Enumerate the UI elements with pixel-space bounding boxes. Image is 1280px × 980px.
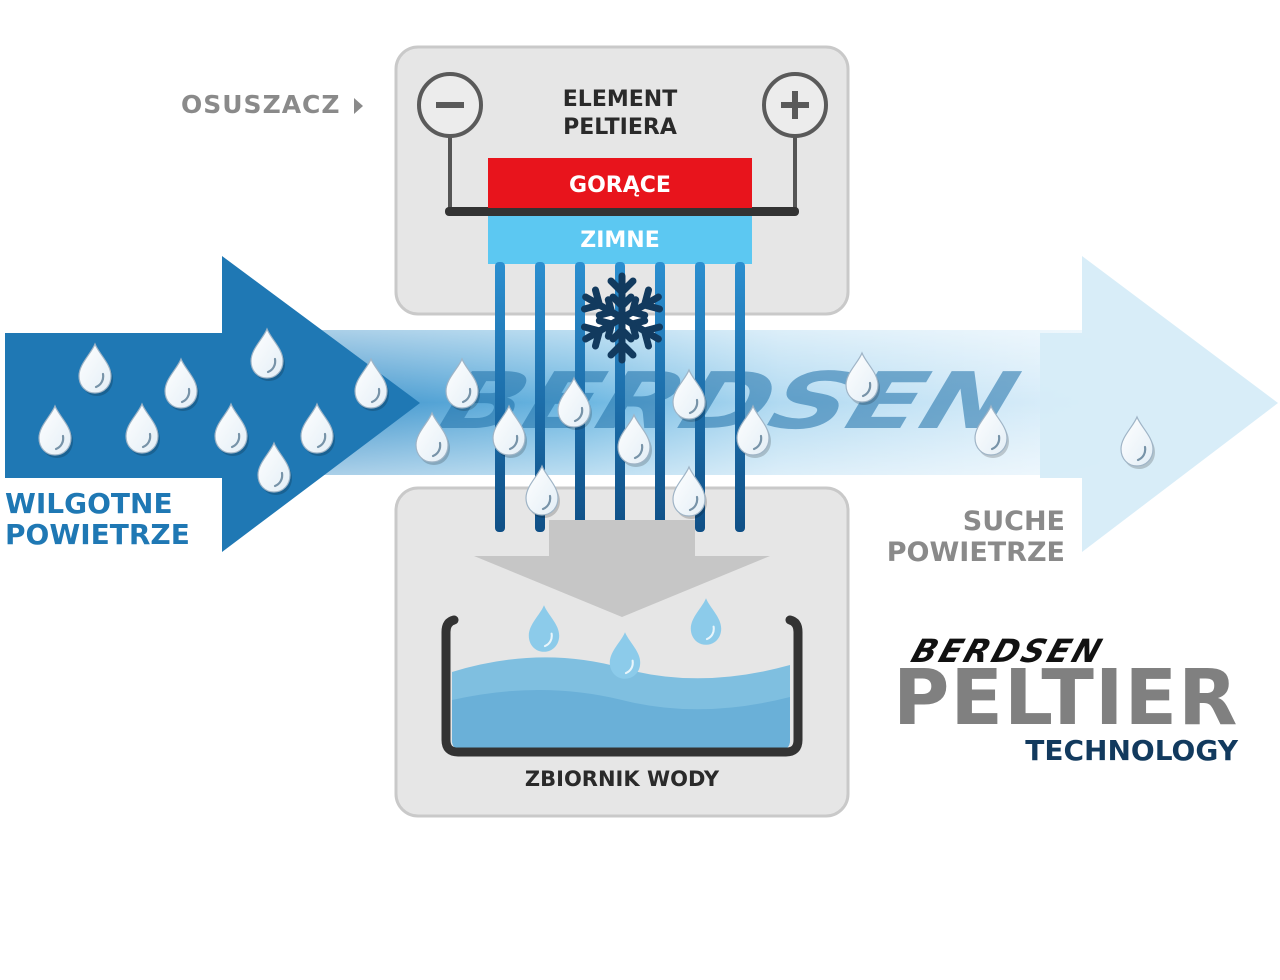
brand-logo: BERDSEN PELTIER TECHNOLOGY (893, 632, 1238, 767)
peltier-title-line1: ELEMENT (563, 87, 677, 112)
minus-terminal-icon (417, 72, 483, 138)
brand-logo-name: BERDSEN (906, 632, 1110, 670)
cold-label: ZIMNE (580, 228, 659, 253)
cooling-fin (655, 262, 665, 532)
water-drop-icon (445, 357, 480, 411)
water-drop-icon (845, 351, 880, 405)
water-drop-icon (300, 402, 335, 456)
dry-air-line1: SUCHE (962, 506, 1065, 537)
water-drop-icon (528, 605, 560, 652)
water-drop-icon (974, 404, 1009, 458)
cooling-fin (495, 262, 505, 532)
water-drop-icon (1120, 415, 1155, 469)
condensate-down-arrow (474, 520, 770, 617)
dry-air-label: SUCHE POWIETRZE (860, 506, 1065, 568)
water-drop-icon (690, 598, 722, 645)
watermark-logo: BERDSEN (430, 356, 1029, 447)
dry-air-arrow (1040, 256, 1278, 552)
peltier-plate (445, 207, 799, 216)
hot-label: GORĄCE (569, 173, 671, 198)
tank-label: ZBIORNIK WODY (524, 767, 720, 791)
water-drop-icon (609, 632, 641, 679)
water-drop-icon (354, 357, 389, 411)
plus-terminal-icon (762, 72, 828, 138)
water-drop-icon (125, 402, 160, 456)
water-drop-icon (736, 404, 771, 458)
water-droplets (38, 327, 1155, 519)
humid-air-line1: WILGOTNE (5, 487, 173, 520)
water-tank (441, 615, 803, 757)
humid-air-line2: POWIETRZE (5, 518, 190, 551)
water-drop-icon (525, 464, 560, 518)
tank-droplets (528, 598, 722, 679)
water-drop-icon (214, 402, 249, 456)
water-drop-icon (250, 327, 285, 381)
water-drop-icon (617, 413, 652, 467)
hot-side (488, 158, 752, 208)
water-drop-icon (672, 465, 707, 519)
chevron-right-icon (354, 98, 364, 114)
water-drop-icon (38, 404, 73, 458)
water-drop-icon (78, 342, 113, 396)
dry-air-line2: POWIETRZE (886, 537, 1065, 568)
water-drop-icon (164, 357, 199, 411)
snowflake-icon (580, 272, 664, 364)
humid-air-label: WILGOTNE POWIETRZE (5, 488, 190, 550)
device-label: OSUSZACZ (181, 90, 364, 119)
cooling-fin (535, 262, 545, 532)
humid-air-arrow (5, 256, 420, 552)
water-drop-icon (672, 368, 707, 422)
brand-logo-main: PELTIER (893, 654, 1239, 743)
water-drop-icon (557, 376, 592, 430)
cold-side (488, 216, 752, 264)
brand-logo-sub: TECHNOLOGY (1025, 734, 1238, 767)
water-drop-icon (257, 441, 292, 495)
device-label-text: OSUSZACZ (181, 90, 341, 119)
water-drop-icon (492, 404, 527, 458)
cooling-fin (735, 262, 745, 532)
water-drop-icon (415, 411, 450, 465)
peltier-title-line2: PELTIERA (563, 115, 677, 140)
